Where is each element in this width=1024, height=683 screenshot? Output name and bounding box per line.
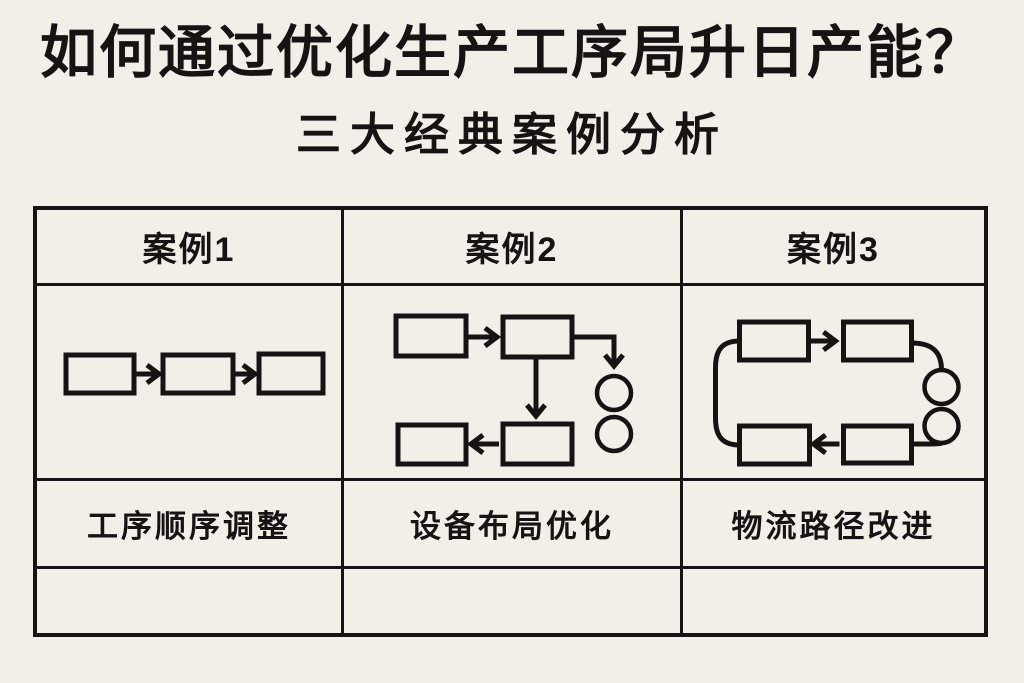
flow-box bbox=[500, 314, 575, 360]
flow-box bbox=[500, 421, 575, 467]
left-arrow-icon bbox=[466, 433, 499, 455]
case2-label-cell: 设备布局优化 bbox=[344, 481, 683, 569]
case3-label-cell: 物流路径改进 bbox=[683, 481, 984, 569]
flow-box bbox=[841, 423, 914, 466]
loop-back-curve bbox=[713, 338, 740, 448]
flow-box bbox=[160, 352, 236, 396]
case3-header-cell: 案例3 bbox=[683, 210, 984, 286]
case3-diagram-cell bbox=[683, 286, 984, 481]
linear-sequence-flowchart bbox=[63, 351, 326, 396]
flow-box bbox=[256, 351, 326, 396]
flow-circle bbox=[922, 367, 961, 407]
closed-loop-flowchart bbox=[713, 319, 961, 467]
case1-label-cell: 工序顺序调整 bbox=[37, 481, 344, 569]
right-arrow-icon bbox=[235, 363, 260, 385]
curve-connector bbox=[911, 340, 944, 371]
case1-header-cell: 案例1 bbox=[37, 210, 344, 286]
flow-box bbox=[737, 319, 811, 363]
flow-circle bbox=[922, 406, 961, 446]
case2-diagram-cell bbox=[344, 286, 683, 481]
flow-box bbox=[393, 313, 469, 359]
page-title: 如何通过优化生产工序局升日产能？ bbox=[40, 21, 984, 85]
flow-circle bbox=[594, 373, 634, 413]
equipment-layout-flowchart bbox=[393, 313, 634, 467]
flow-box bbox=[737, 423, 812, 467]
case1-diagram-cell bbox=[37, 286, 344, 481]
case-comparison-table: 案例1 案例2 案例3 bbox=[33, 206, 988, 637]
right-arrow-icon bbox=[466, 326, 502, 348]
flow-box bbox=[395, 422, 469, 467]
page-subtitle: 三大经典案例分析 bbox=[295, 108, 728, 160]
flow-circle bbox=[594, 414, 634, 454]
elbow-down-arrow-icon bbox=[572, 334, 625, 370]
case1-empty-cell bbox=[37, 569, 344, 633]
left-arrow-icon bbox=[809, 433, 840, 455]
flow-box bbox=[63, 352, 137, 396]
flow-box bbox=[841, 319, 914, 363]
right-arrow-icon bbox=[136, 363, 164, 385]
curve-connector bbox=[911, 440, 944, 447]
case2-empty-cell bbox=[344, 569, 683, 633]
case2-header-cell: 案例2 bbox=[344, 210, 683, 286]
down-arrow-icon bbox=[525, 357, 547, 420]
right-arrow-icon bbox=[808, 330, 840, 352]
case3-empty-cell bbox=[683, 569, 984, 633]
